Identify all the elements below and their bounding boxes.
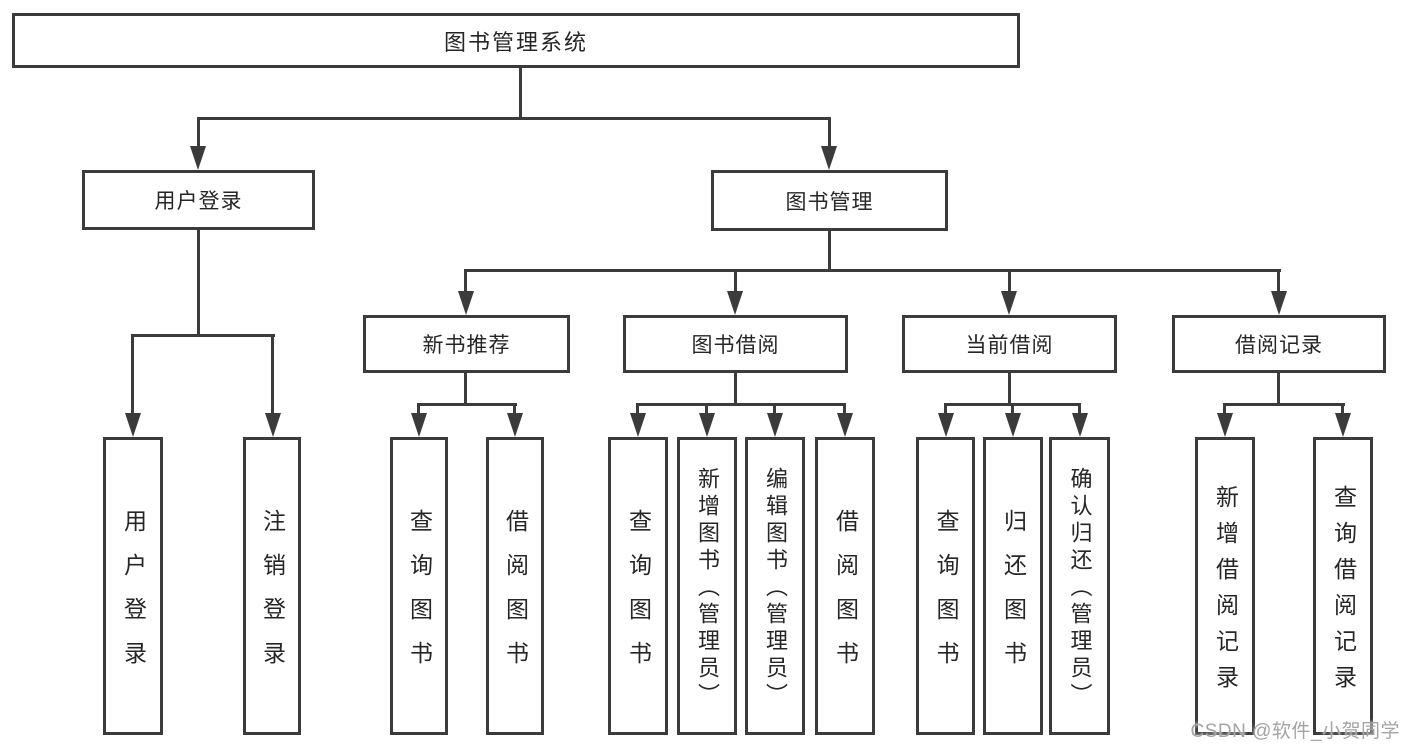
arrowhead: [630, 413, 646, 437]
connector-line: [1223, 403, 1345, 406]
node-current-borrowing: 当前借阅: [902, 315, 1117, 373]
connector-line: [1277, 372, 1280, 406]
leaf-query-books: 查询图书: [608, 437, 668, 735]
node-label: 借阅记录: [1235, 334, 1323, 357]
arrowhead: [458, 291, 474, 315]
leaf-label: 新增图书（管理员）: [695, 467, 720, 710]
arrowhead: [411, 413, 427, 437]
arrowhead: [1271, 291, 1287, 315]
arrowhead: [507, 413, 523, 437]
leaf-label: 归还图书: [1000, 508, 1027, 685]
node-label: 图书管理系统: [443, 29, 588, 55]
node-borrowing-records: 借阅记录: [1172, 315, 1386, 373]
csdn-watermark: CSDN @软件_小贺同学: [1190, 721, 1400, 742]
leaf-label: 确认归还（管理员）: [1067, 467, 1093, 710]
leaf-query-borrow-record: 查询借阅记录: [1313, 437, 1373, 735]
node-book-borrowing: 图书借阅: [623, 315, 848, 373]
arrowhead: [938, 413, 954, 437]
connector-line: [1008, 269, 1011, 293]
connector-line: [1011, 403, 1014, 416]
connector-line: [464, 372, 467, 406]
leaf-edit-books-admin: 编辑图书（管理员）: [745, 437, 805, 735]
node-book-management: 图书管理: [711, 170, 948, 231]
connector-line: [1078, 403, 1081, 416]
connector-line: [197, 229, 200, 337]
node-new-book-recommend: 新书推荐: [363, 315, 570, 373]
connector-line: [734, 269, 737, 293]
connector-line: [197, 117, 200, 149]
leaf-add-borrow-record: 新增借阅记录: [1195, 437, 1255, 735]
connector-line: [734, 372, 737, 406]
arrowhead: [727, 291, 743, 315]
leaf-label: 注销登录: [259, 508, 286, 685]
arrowhead: [1001, 291, 1017, 315]
leaf-user-login: 用户登录: [103, 437, 163, 735]
leaf-label: 查询图书: [406, 508, 433, 685]
connector-line: [417, 403, 420, 416]
connector-line: [843, 403, 846, 416]
leaf-query-books: 查询图书: [390, 437, 448, 735]
leaf-query-books: 查询图书: [916, 437, 975, 735]
connector-line: [464, 269, 467, 293]
connector-line: [828, 230, 831, 272]
arrowhead: [837, 413, 853, 437]
node-label: 新书推荐: [422, 334, 511, 357]
connector-line: [271, 334, 274, 416]
connector-line: [1008, 372, 1011, 406]
leaf-confirm-return-admin: 确认归还（管理员）: [1049, 437, 1110, 735]
connector-line: [705, 403, 708, 416]
leaf-logout: 注销登录: [243, 437, 301, 735]
connector-line: [1277, 269, 1280, 293]
arrowhead: [767, 413, 783, 437]
connector-line: [1223, 403, 1226, 416]
connector-line: [1341, 403, 1344, 416]
connector-line: [828, 117, 831, 149]
arrowhead: [1217, 413, 1233, 437]
leaf-borrow-books: 借阅图书: [815, 437, 875, 735]
node-label: 用户登录: [154, 190, 243, 213]
node-label: 当前借阅: [965, 334, 1054, 357]
connector-line: [417, 403, 517, 406]
leaf-label: 查询借阅记录: [1330, 484, 1357, 701]
connector-line: [636, 403, 845, 406]
node-library-management-system: 图书管理系统: [12, 13, 1020, 68]
leaf-label: 编辑图书（管理员）: [763, 467, 788, 710]
connector-line: [519, 67, 522, 120]
connector-line: [513, 403, 516, 416]
arrowhead: [190, 146, 206, 170]
node-label: 图书管理: [785, 190, 874, 214]
connector-line: [944, 403, 947, 416]
arrowhead: [1005, 413, 1021, 437]
leaf-label: 借阅图书: [502, 508, 529, 685]
leaf-label: 查询图书: [933, 508, 959, 685]
leaf-label: 查询图书: [625, 508, 652, 685]
arrowhead: [1335, 413, 1351, 437]
leaf-return-books: 归还图书: [983, 437, 1043, 735]
arrowhead: [265, 413, 281, 437]
arrowhead: [1072, 413, 1088, 437]
connector-line: [464, 269, 1281, 272]
leaf-label: 新增借阅记录: [1212, 484, 1239, 701]
connector-line: [131, 334, 275, 337]
connector-line: [197, 117, 831, 120]
leaf-label: 用户登录: [120, 508, 147, 685]
node-label: 图书借阅: [691, 334, 780, 357]
connector-line: [773, 403, 776, 416]
arrowhead: [699, 413, 715, 437]
connector-line: [636, 403, 639, 416]
arrowhead: [821, 146, 837, 170]
node-user-login: 用户登录: [82, 170, 315, 230]
leaf-borrow-books: 借阅图书: [486, 437, 544, 735]
arrowhead: [125, 413, 141, 437]
connector-line: [131, 334, 134, 416]
leaf-label: 借阅图书: [832, 508, 859, 685]
leaf-add-books-admin: 新增图书（管理员）: [677, 437, 737, 735]
